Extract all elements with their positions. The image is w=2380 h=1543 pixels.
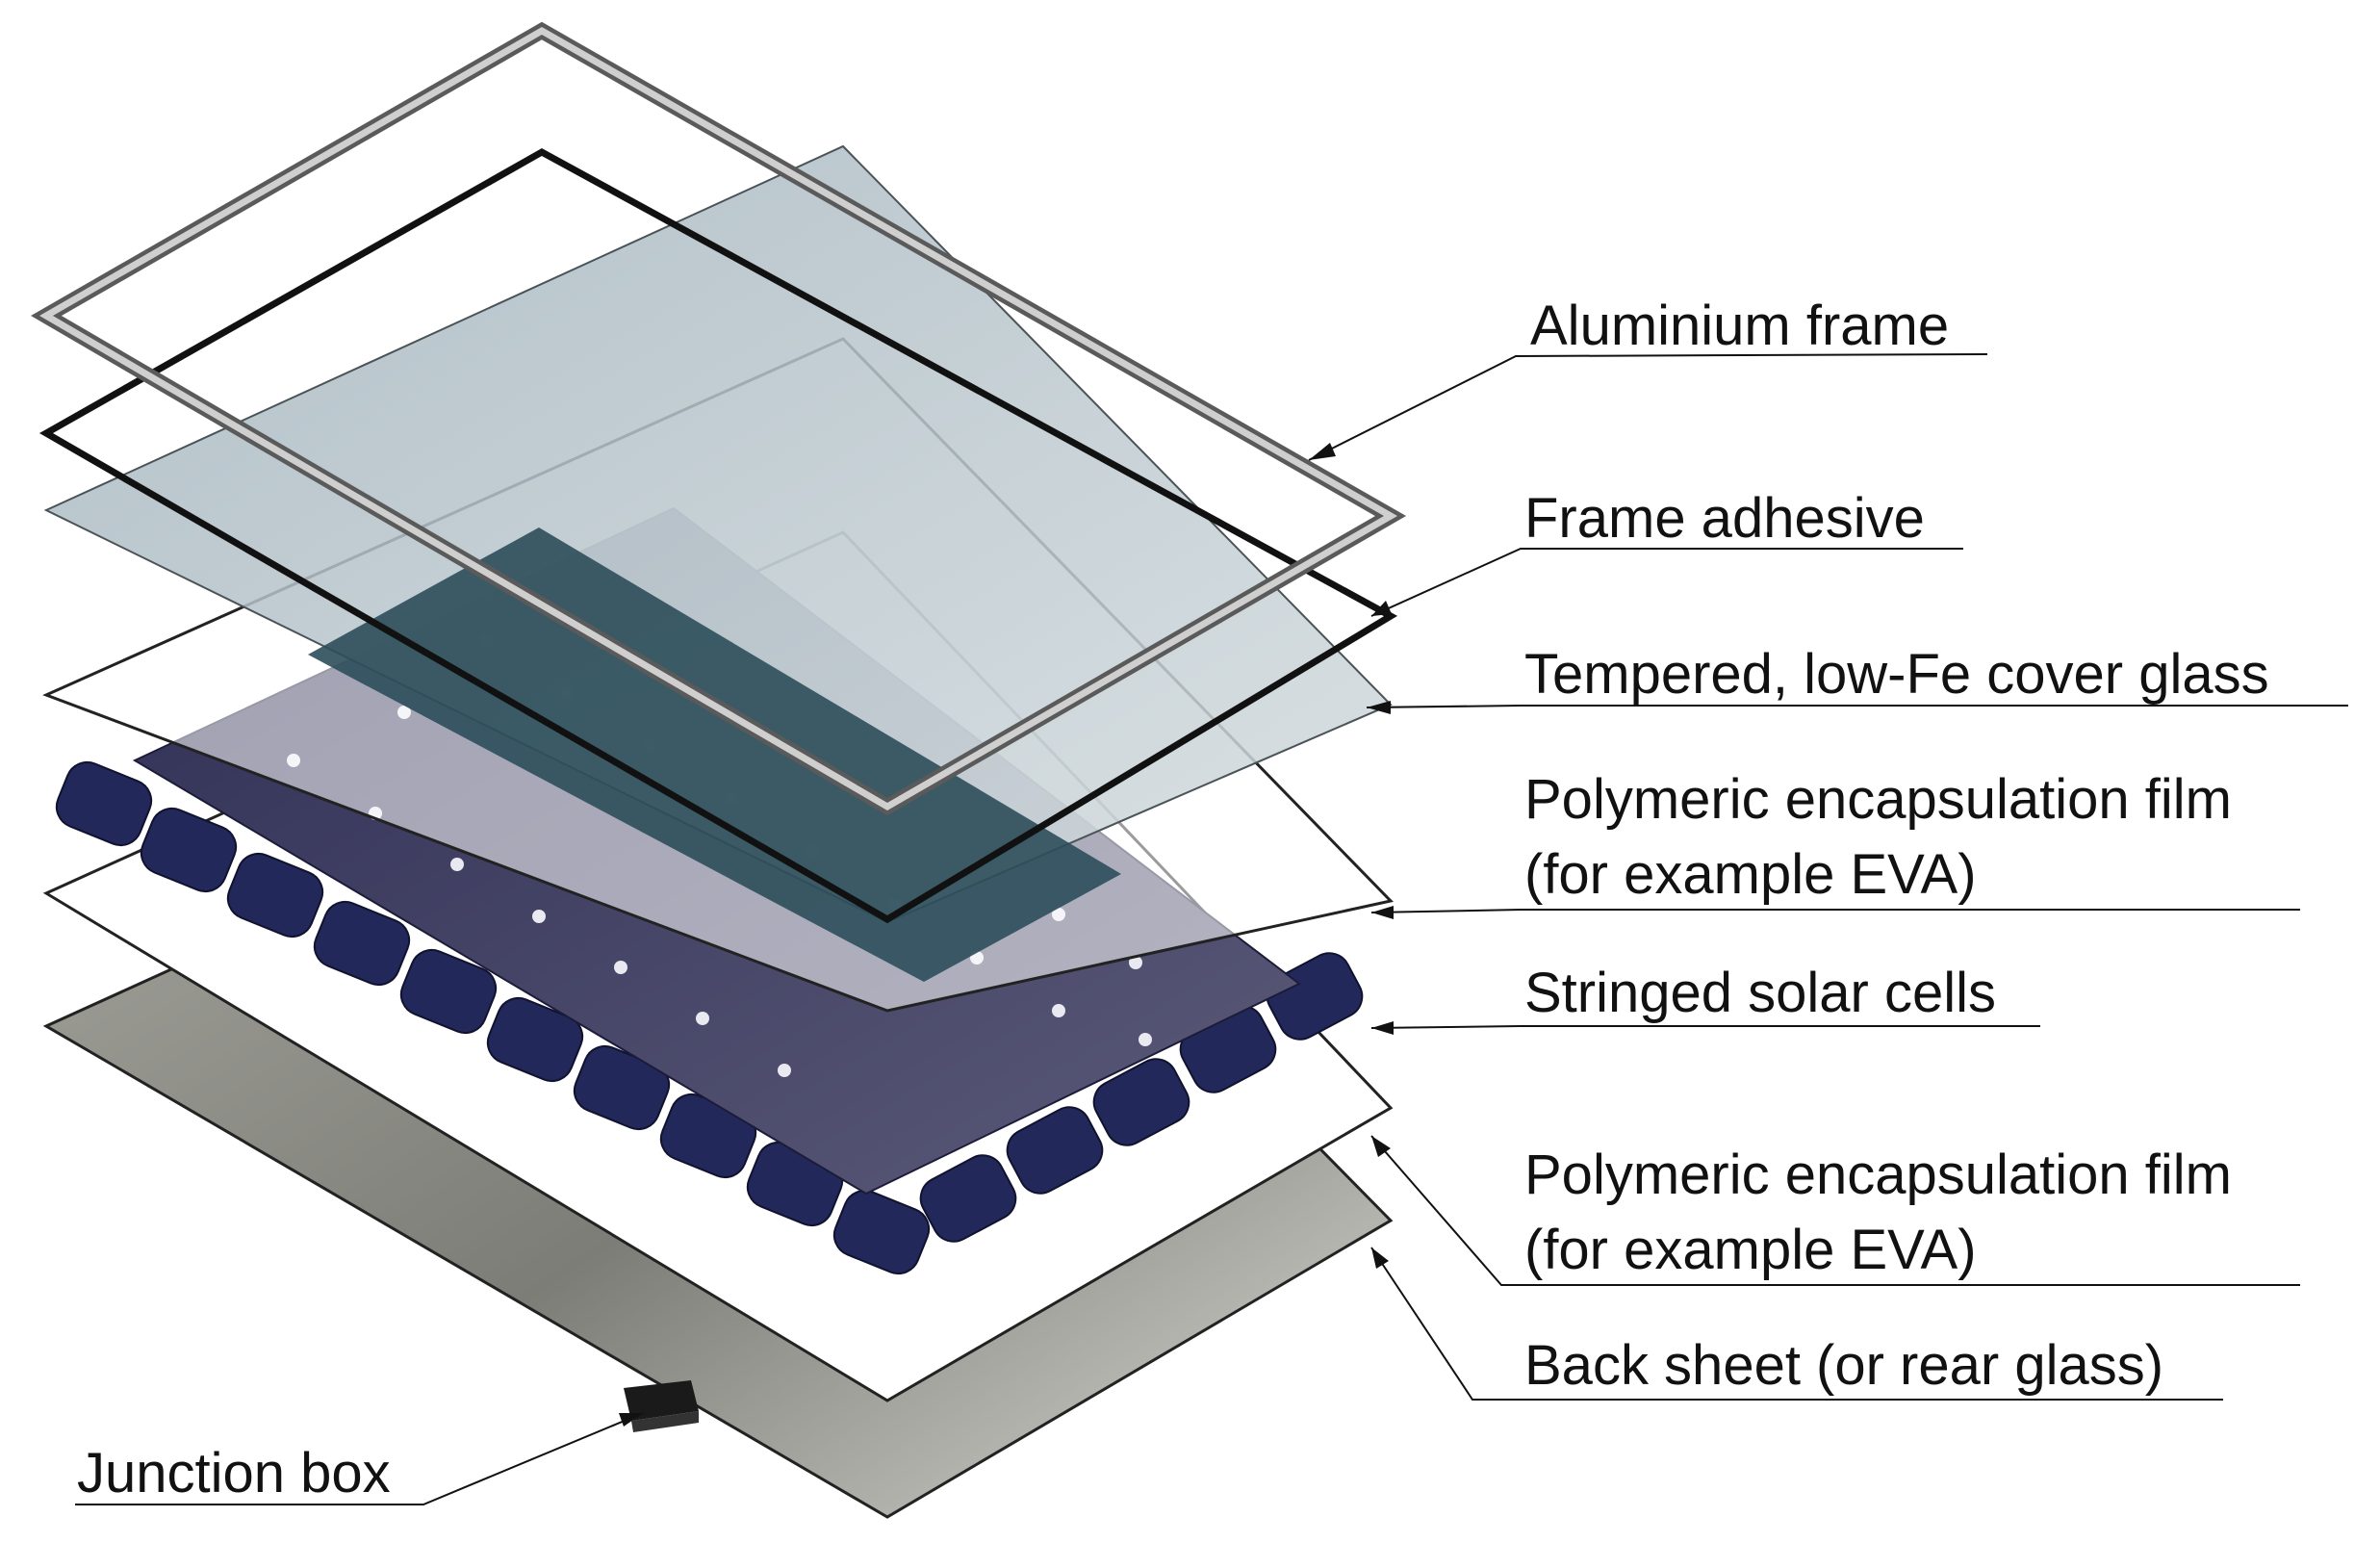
- leader-aluminium-frame: [1308, 353, 1988, 461]
- leader-encapsulation-bottom: [1370, 1135, 2300, 1286]
- frame-adhesive-layer: [38, 147, 1398, 924]
- junction-box: [624, 1380, 699, 1432]
- cells-through-glass: [308, 527, 1121, 982]
- label-back-sheet: Back sheet (or rear glass): [1524, 1334, 2164, 1397]
- cell-row-front: [55, 760, 1364, 1275]
- label-frame-adhesive: Frame adhesive: [1524, 487, 1925, 550]
- leader-frame-adhesive: [1370, 548, 1963, 617]
- leader-solar-cells: [1370, 1025, 2040, 1029]
- leader-junction-box: [75, 1412, 644, 1505]
- label-junction-box: Junction box: [77, 1442, 391, 1504]
- leader-lines: [75, 353, 2348, 1505]
- leader-cover-glass: [1366, 705, 2348, 708]
- label-solar-cells: Stringed solar cells: [1524, 962, 1996, 1024]
- label-encapsulation-film-top: Polymeric encapsulation film (for exampl…: [1524, 768, 2232, 906]
- label-encapsulation-film-bottom: Polymeric encapsulation film (for exampl…: [1524, 1144, 2232, 1281]
- label-aluminium-frame: Aluminium frame: [1530, 295, 1950, 357]
- leader-back-sheet: [1370, 1247, 2223, 1401]
- leader-arrowheads: [619, 443, 1394, 1427]
- leader-encapsulation-top: [1370, 909, 2300, 913]
- label-cover-glass: Tempered, low-Fe cover glass: [1524, 643, 2269, 706]
- aluminium-frame-layer: [31, 21, 1407, 816]
